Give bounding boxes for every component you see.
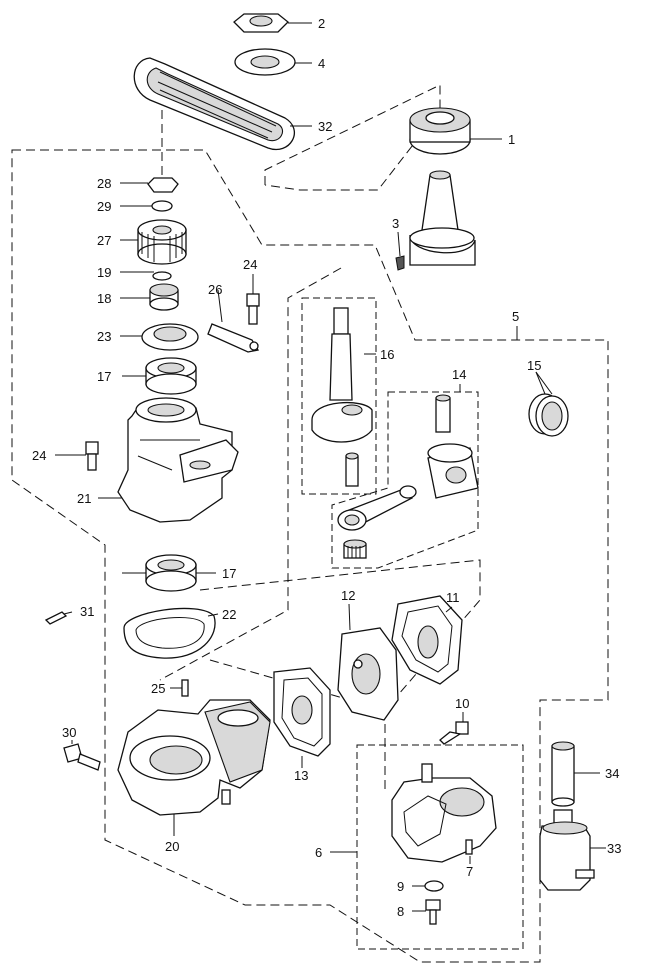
callout-33: 33 [607,841,621,856]
fuel-filter-33 [539,809,595,891]
callout-14: 14 [452,367,466,382]
drive-belt-32 [133,57,296,151]
callout-12: 12 [341,588,355,603]
filter-element-34 [551,741,575,807]
callout-24-upper: 24 [243,257,257,272]
callout-17-upper: 17 [97,369,111,384]
callout-17-lower: 17 [222,566,236,581]
nut-28 [147,177,179,193]
callout-21: 21 [77,491,91,506]
fitting-8 [425,899,441,925]
bolt-30 [63,743,101,771]
gasket-11 [391,595,463,685]
callout-10: 10 [455,696,469,711]
callout-9: 9 [397,879,404,894]
callout-24-left: 24 [32,448,46,463]
callout-28: 28 [97,176,111,191]
connecting-rod [337,485,417,531]
gear-27 [137,219,187,265]
washer-9 [424,880,444,892]
callout-11: 11 [446,590,460,605]
callout-8: 8 [397,904,404,919]
bracket-26 [207,323,260,353]
upper-casing-21 [117,397,239,523]
callout-4: 4 [318,56,325,71]
callout-3: 3 [392,216,399,231]
callout-13: 13 [294,768,308,783]
callout-18: 18 [97,291,111,306]
main-assembly-outline [11,149,609,963]
pin-25 [181,679,189,697]
collar-18 [149,283,179,311]
callout-20: 20 [165,839,179,854]
nut-2 [233,13,289,33]
callout-31: 31 [80,604,94,619]
callout-34: 34 [605,766,619,781]
callout-30: 30 [62,725,76,740]
callout-25: 25 [151,681,165,696]
bearing-17-upper [145,357,197,395]
callout-29: 29 [97,199,111,214]
callout-6: 6 [315,845,322,860]
callout-7: 7 [466,864,473,879]
callout-32: 32 [318,119,332,134]
crankshaft-16 [311,307,373,487]
washer-4 [234,48,296,76]
gasket-13 [273,667,331,757]
callout-19: 19 [97,265,111,280]
callout-27: 27 [97,233,111,248]
key-3 [395,255,405,271]
callout-16: 16 [380,347,394,362]
callout-23: 23 [97,329,111,344]
washer-29 [151,200,173,212]
crankshaft-upper [409,170,476,266]
needle-bearing [343,539,367,559]
belt-guide-line [264,84,441,191]
callout-1: 1 [508,132,515,147]
bolt-24-left [85,441,99,471]
bearing-17-lower [145,554,197,592]
callout-15: 15 [527,358,541,373]
oil-seal-23 [141,323,199,351]
crankshaft-group-box [301,297,377,495]
leader-lines [55,22,606,912]
piston-pin [435,394,451,433]
lower-casing-20 [117,699,271,816]
pin-31 [44,611,68,625]
gasket-22 [123,607,216,659]
plate-12 [337,627,399,721]
piston [427,443,479,499]
bolt-10 [439,721,469,745]
bolt-24-upper [246,293,260,325]
callout-22: 22 [222,607,236,622]
pulley-1 [409,107,471,155]
callout-labels: 2 4 1 32 3 5 6 7 8 9 10 11 12 13 14 15 1… [32,16,621,919]
washer-19 [152,271,172,281]
pump-group-box [356,744,524,950]
callout-2: 2 [318,16,325,31]
pump-body-6 [391,763,497,863]
piston-group-box [331,391,479,569]
callout-26: 26 [208,282,222,297]
callout-5: 5 [512,309,519,324]
piston-rings-15 [528,393,569,437]
cylinder-guide-line [159,267,342,681]
